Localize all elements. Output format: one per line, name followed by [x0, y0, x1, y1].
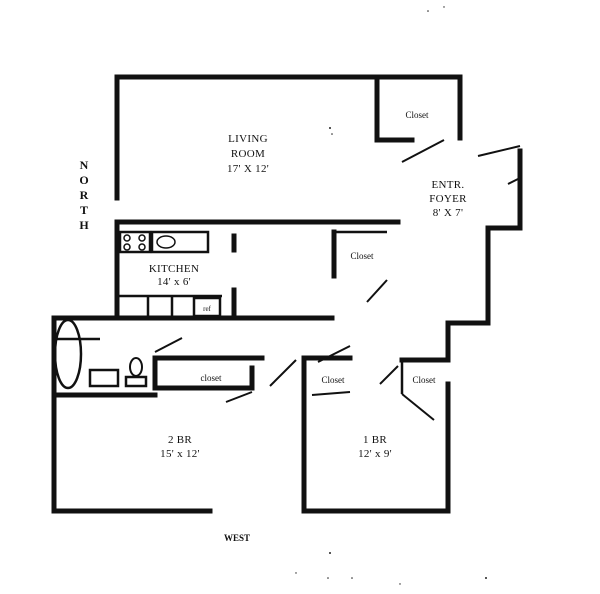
- living-room-size: 17' X 12': [227, 163, 269, 175]
- west-label: WEST: [224, 533, 250, 543]
- counter-icon: [150, 230, 210, 254]
- kitchen-fixtures: [118, 230, 222, 318]
- br2-name: 2 BR: [168, 434, 192, 446]
- north-letter-4: T: [80, 203, 88, 217]
- foyer-size: 8' X 7': [433, 207, 464, 219]
- br1-left-closet-label: Closet: [321, 375, 345, 385]
- doors: [154, 139, 521, 421]
- foyer-name-2: FOYER: [429, 193, 467, 205]
- north-letter-2: O: [79, 173, 88, 187]
- living-room-name-2: ROOM: [231, 148, 265, 160]
- kitchen-size: 14' x 6': [157, 276, 191, 288]
- interior-walls: [51, 77, 451, 514]
- living-room-name-1: LIVING: [228, 133, 268, 145]
- kitchen-name: KITCHEN: [149, 263, 199, 275]
- north-letter-1: N: [80, 158, 89, 172]
- refrigerator-label: ref: [203, 305, 211, 313]
- labels: LIVING ROOM 17' X 12' ENTR. FOYER 8' X 7…: [149, 110, 467, 460]
- exterior-walls: [51, 74, 523, 514]
- compass: N O R T H WEST: [79, 158, 250, 543]
- bathtub-icon: [53, 318, 83, 390]
- refrigerator-icon: [192, 296, 222, 318]
- br1-name: 1 BR: [363, 434, 387, 446]
- bath-fixtures: [53, 318, 148, 390]
- br1-size: 12' x 9': [358, 448, 392, 460]
- br1-right-closet-label: Closet: [412, 375, 436, 385]
- living-closet-label: Closet: [405, 110, 429, 120]
- foyer-name-1: ENTR.: [432, 179, 465, 191]
- scan-specks: [295, 6, 487, 585]
- sink-icon: [156, 235, 176, 249]
- north-letter-3: R: [80, 188, 89, 202]
- br2-closet-label: closet: [201, 373, 222, 383]
- br2-size: 15' x 12': [160, 448, 200, 460]
- vanity-icon: [88, 368, 120, 388]
- stove-icon: [118, 230, 152, 254]
- toilet-icon: [129, 357, 143, 377]
- hall-closet-label: Closet: [350, 251, 374, 261]
- north-letter-5: H: [79, 218, 89, 232]
